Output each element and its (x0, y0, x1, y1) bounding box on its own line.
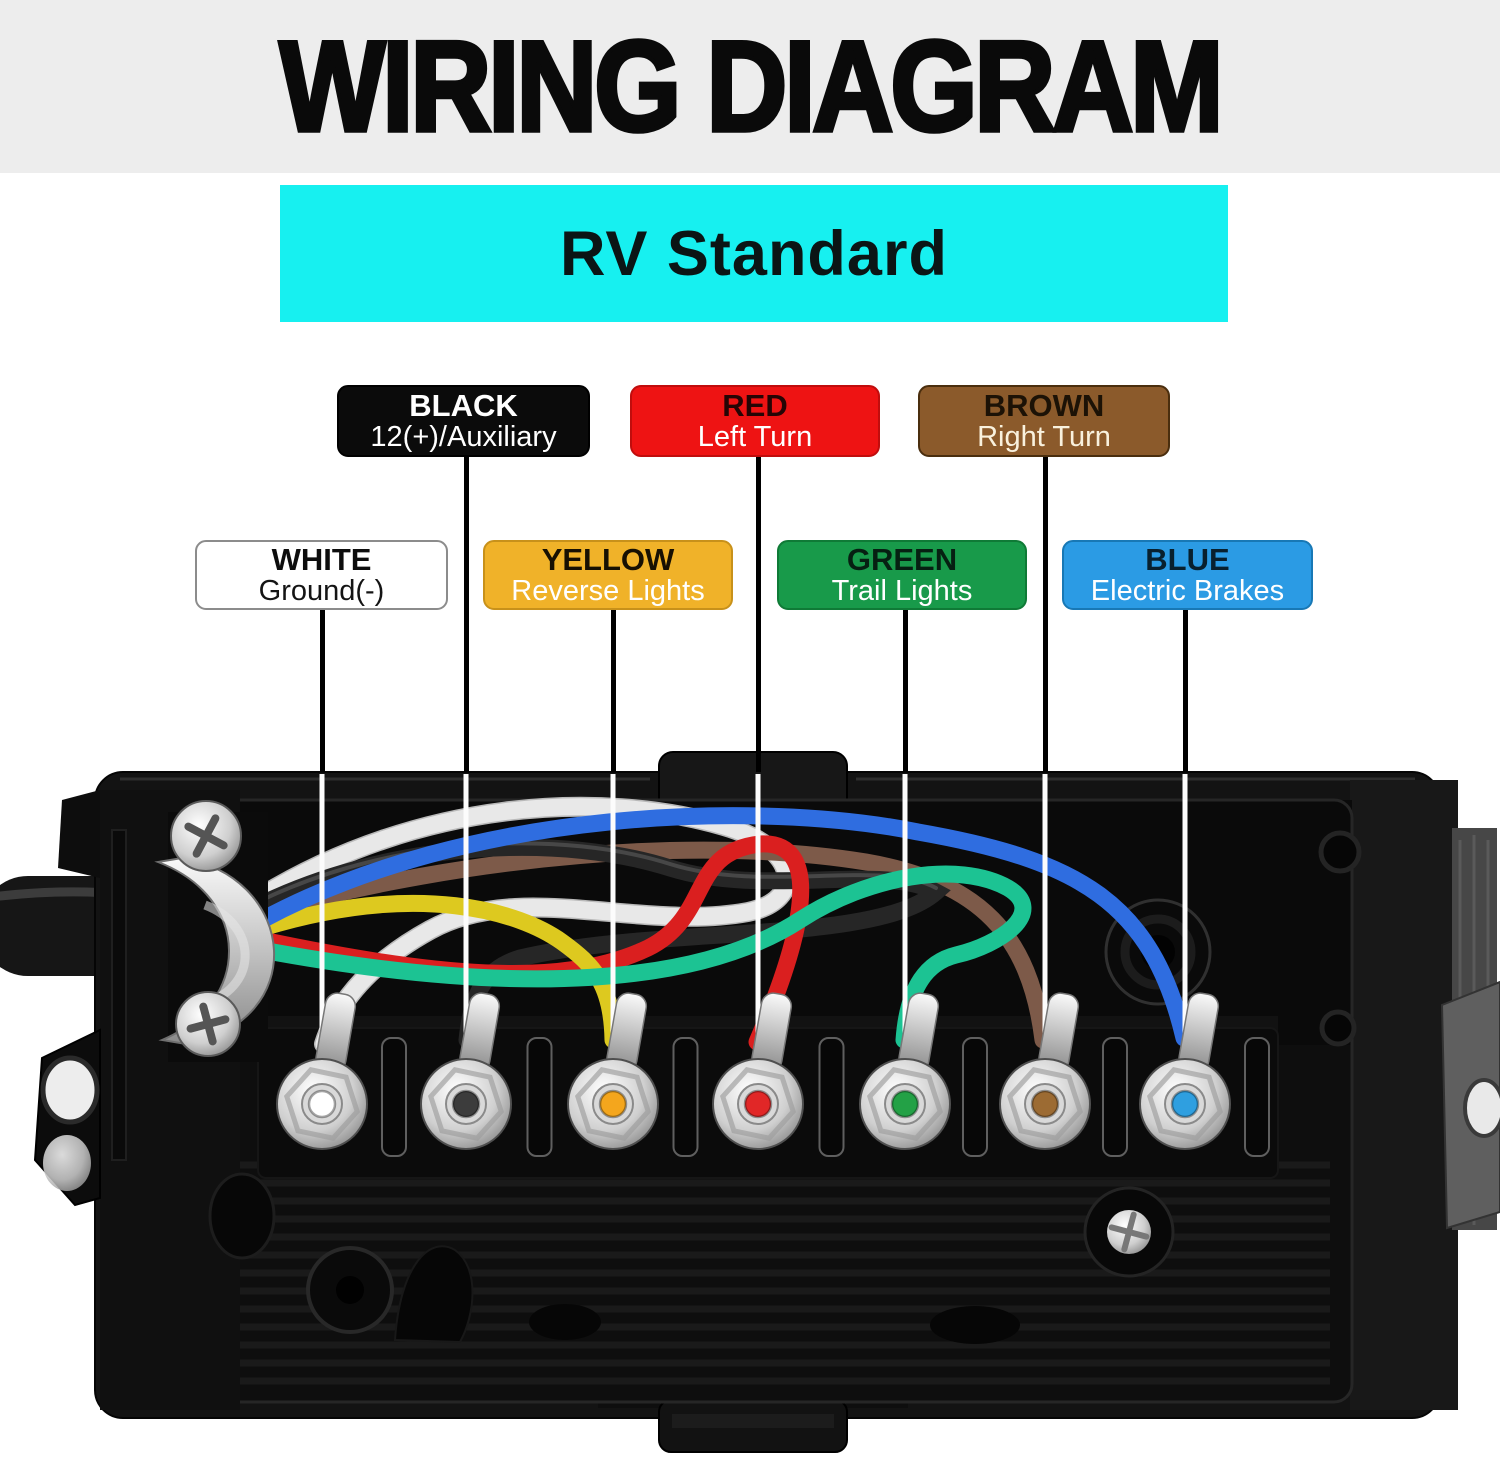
case-screw (1083, 1186, 1175, 1278)
terminal-color-dot-black (451, 1089, 481, 1119)
legend-brown-function: Right Turn (977, 421, 1111, 454)
legend-white: WHITE Ground(-) (195, 540, 448, 610)
wire-bundle (252, 796, 1193, 1054)
hex-nut (427, 1067, 505, 1141)
legend-green-function: Trail Lights (831, 575, 973, 608)
legend-blue-function: Electric Brakes (1090, 575, 1285, 608)
pointer-line-red (755, 457, 761, 772)
terminal-divider (672, 1037, 699, 1157)
blue-wire (253, 807, 1193, 1047)
terminal-green (859, 992, 951, 1150)
legend-white-name: WHITE (271, 541, 372, 577)
terminal-divider (962, 1037, 988, 1157)
pointer-line-yellow (610, 610, 616, 772)
legend-red-name: RED (722, 387, 788, 423)
legend-green: GREEN Trail Lights (777, 540, 1027, 610)
terminal-red (712, 992, 804, 1150)
terminal-white (276, 992, 368, 1150)
legend-red: RED Left Turn (630, 385, 880, 457)
hex-nut (283, 1067, 361, 1141)
terminal-divider (1244, 1037, 1270, 1157)
terminal-dividers (381, 1037, 1270, 1157)
legend-yellow: YELLOW Reverse Lights (483, 540, 733, 610)
legend-white-function: Ground(-) (258, 575, 385, 608)
pointer-line-brown (1042, 457, 1048, 772)
hex-nut (866, 1067, 944, 1141)
terminal-color-dot-white (307, 1089, 337, 1119)
terminal-color-dot-brown (1030, 1089, 1060, 1119)
terminal-black (420, 992, 512, 1150)
pointer-line-green (902, 610, 908, 772)
legend-blue: BLUE Electric Brakes (1062, 540, 1313, 610)
legend-blue-name: BLUE (1145, 541, 1230, 577)
black-wire-highlight (260, 841, 938, 902)
legend-yellow-function: Reverse Lights (511, 575, 705, 608)
strain-relief-clamp (154, 800, 275, 1062)
green-wire (253, 865, 1032, 1049)
terminal-row (276, 992, 1231, 1150)
hex-nut (719, 1067, 797, 1141)
yellow-wire (253, 894, 622, 1049)
hex-nut (574, 1067, 652, 1141)
terminal-color-dot-blue (1170, 1089, 1200, 1119)
clamp-screw-bottom (175, 991, 241, 1057)
legend-yellow-name: YELLOW (541, 541, 675, 577)
legend-brown-name: BROWN (983, 387, 1105, 423)
terminal-color-dot-green (890, 1089, 920, 1119)
clamp-screw-top (170, 800, 242, 872)
pointer-line-white (319, 610, 325, 772)
legend-red-function: Left Turn (697, 421, 813, 454)
page-title: WIRING DIAGRAM (277, 13, 1225, 160)
terminal-divider (818, 1037, 845, 1157)
terminal-blue (1139, 992, 1231, 1150)
mounting-flange-left (33, 790, 101, 1207)
legend-green-name: GREEN (846, 541, 958, 577)
hex-nut (1006, 1067, 1084, 1141)
terminal-brown (999, 992, 1091, 1150)
terminal-color-dot-yellow (598, 1089, 628, 1119)
terminal-divider (1102, 1037, 1128, 1157)
junction-box-photo (0, 751, 1500, 1453)
terminal-yellow (567, 992, 659, 1150)
standard-banner-label: RV Standard (560, 218, 948, 289)
pointer-line-black (463, 457, 469, 772)
brown-wire (253, 841, 1052, 1049)
mounting-flange-right (1350, 780, 1500, 1410)
header-band: WIRING DIAGRAM (0, 0, 1500, 173)
pointer-line-blue (1182, 610, 1188, 772)
terminal-divider (526, 1037, 553, 1157)
legend-black-name: BLACK (409, 387, 518, 423)
legend-black: BLACK 12(+)/Auxiliary (337, 385, 590, 457)
hex-nut (1146, 1067, 1224, 1141)
legend-black-function: 12(+)/Auxiliary (370, 421, 557, 454)
white-wire (253, 798, 796, 1053)
terminal-divider (381, 1037, 407, 1157)
legend-brown: BROWN Right Turn (918, 385, 1170, 457)
standard-banner: RV Standard (280, 185, 1228, 322)
terminal-color-dot-red (743, 1089, 773, 1119)
